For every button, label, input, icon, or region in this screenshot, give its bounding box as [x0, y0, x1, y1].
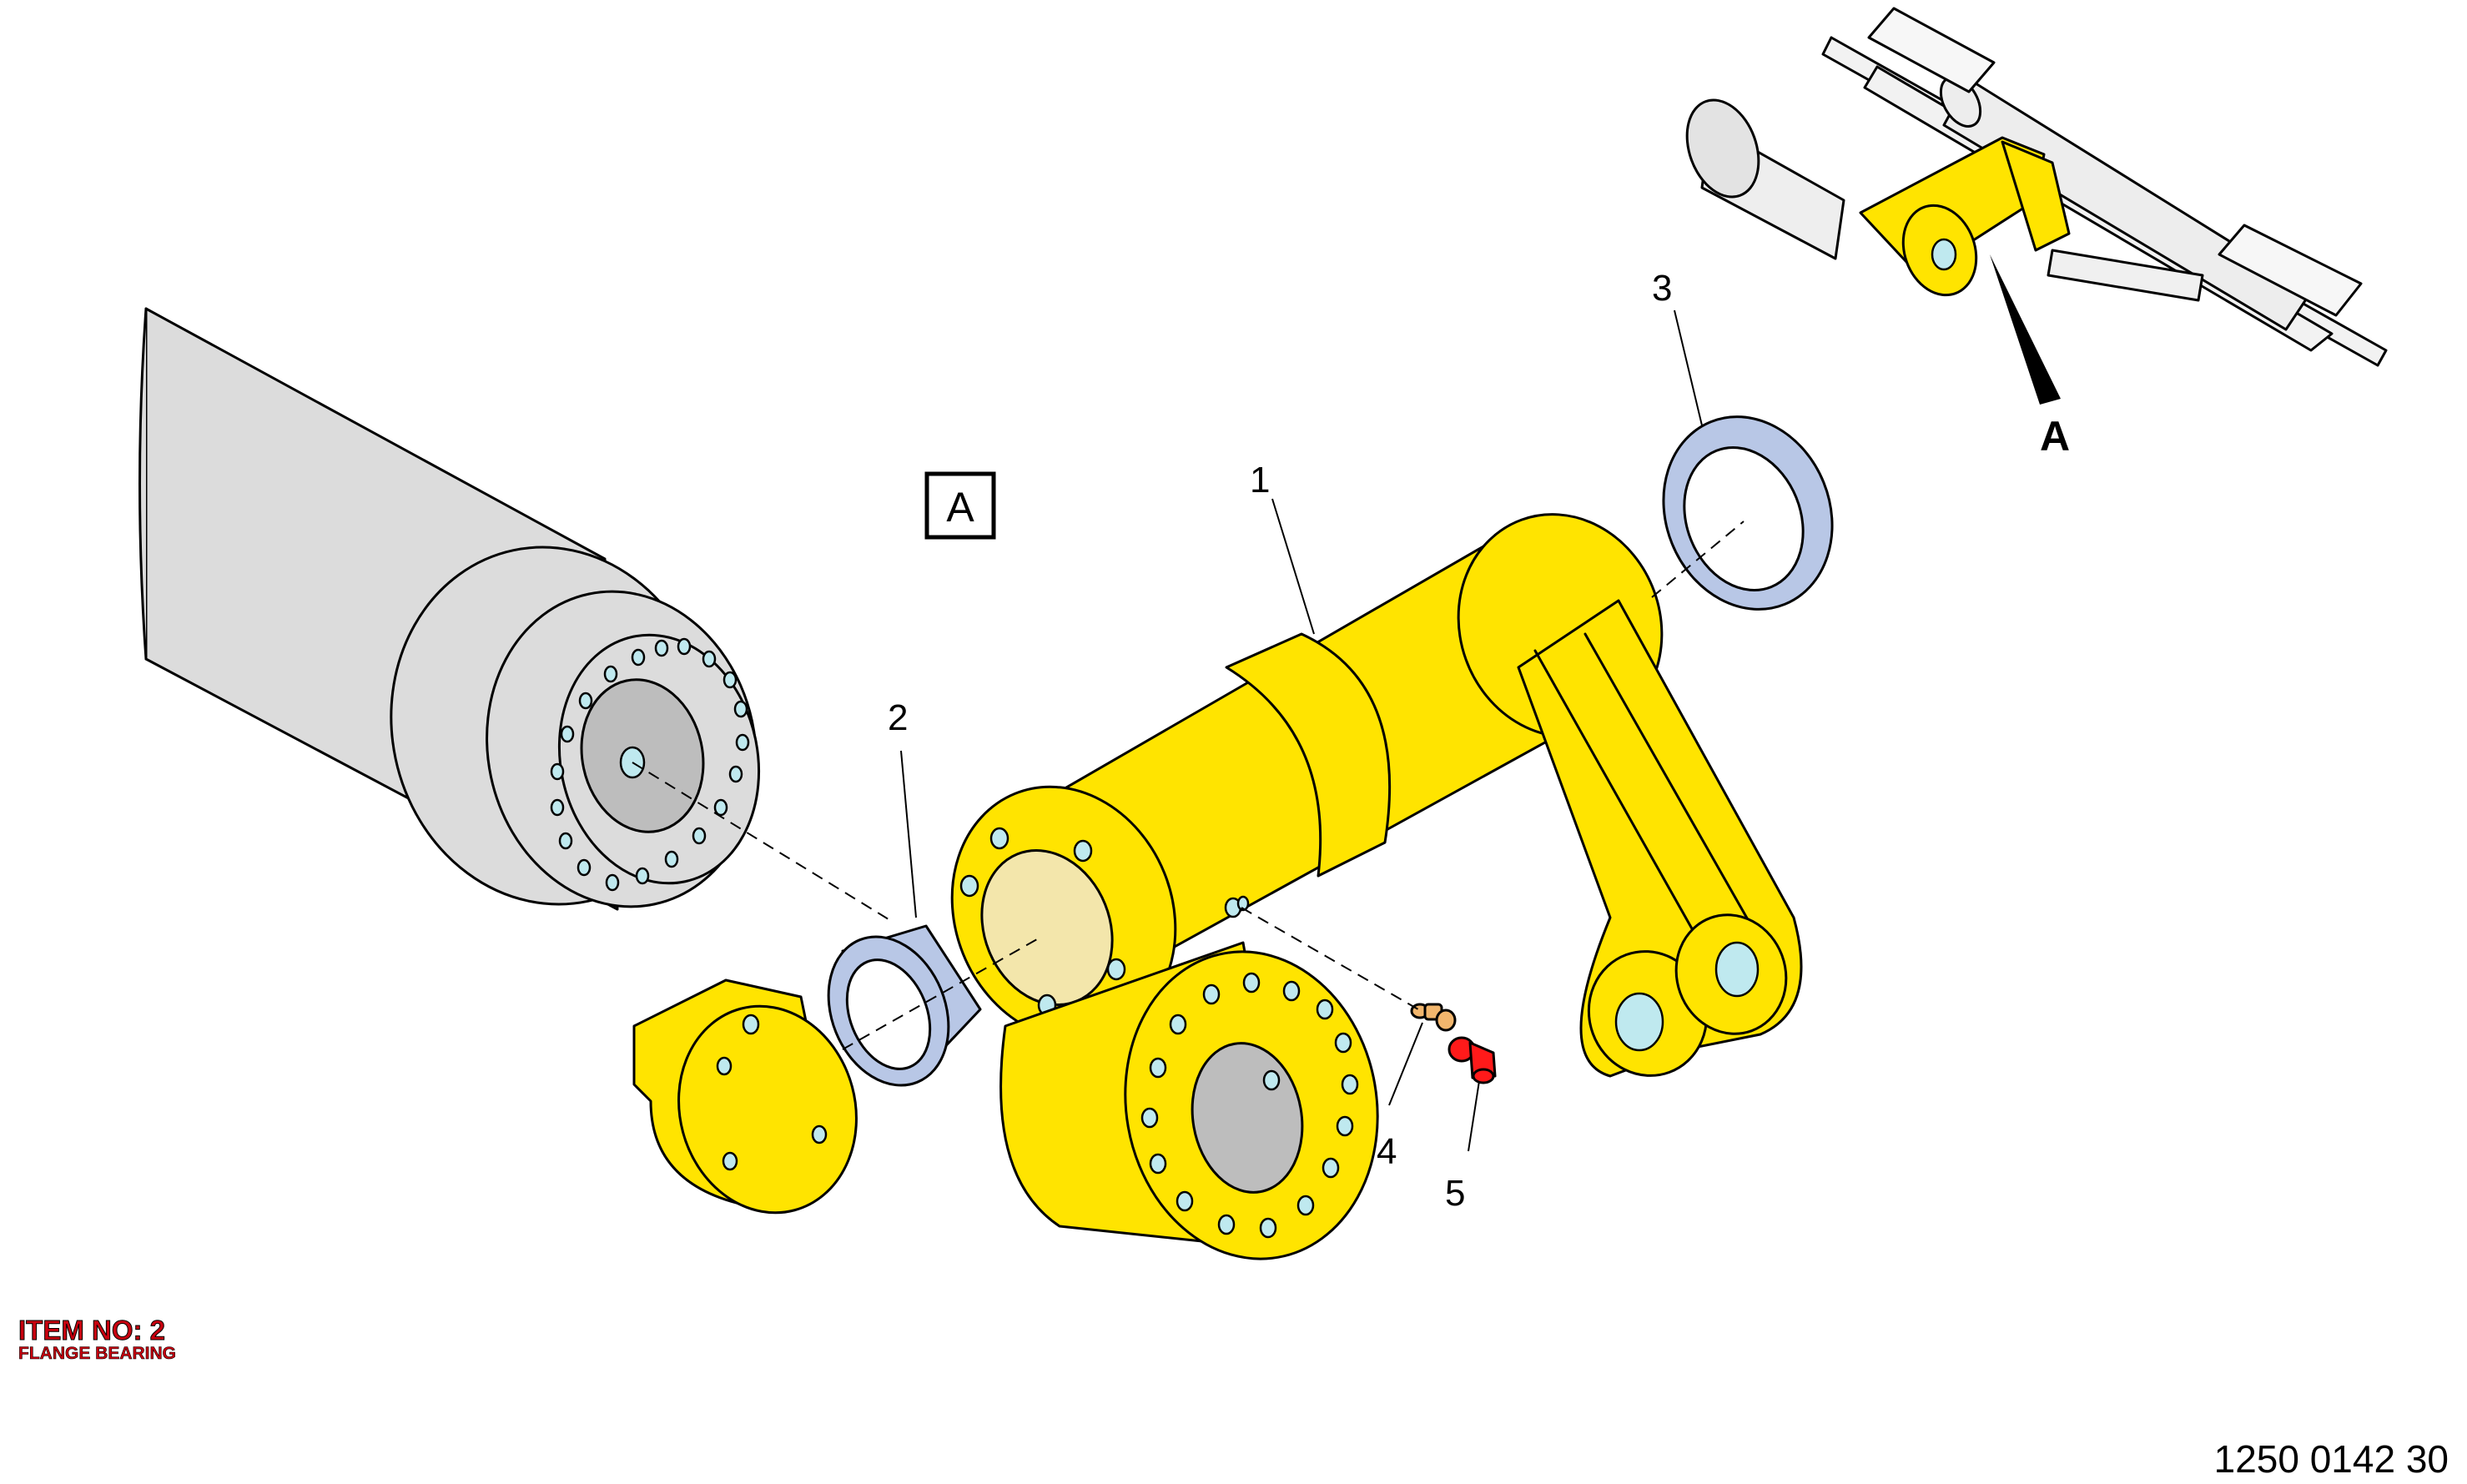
callout-leaders [900, 309, 1703, 1152]
callout-3: 3 [1652, 268, 1672, 309]
boom-tube [138, 307, 761, 911]
callout-1: 1 [1250, 460, 1270, 501]
arm-housing [950, 513, 1803, 1260]
end-cap [632, 978, 858, 1215]
protective-cap [1447, 1036, 1497, 1084]
flange-bearing-rear [1662, 415, 1834, 611]
document-number: 1250 0142 30 [2213, 1437, 2449, 1481]
assembly-axis-lines [632, 521, 1745, 1050]
overview-inset: A [1685, 7, 2388, 460]
arm-front-bolt-holes [959, 827, 1126, 1017]
boom-flange-bolt-holes [550, 637, 750, 892]
flange-bearing-front [827, 924, 982, 1087]
callout-5: 5 [1445, 1173, 1465, 1214]
item-name: FLANGE BEARING [18, 1344, 177, 1363]
callout-4: 4 [1377, 1131, 1397, 1172]
lower-flange-bolt-holes [1140, 972, 1359, 1239]
detail-label: A [2040, 413, 2070, 460]
item-label: ITEM NO: 2 FLANGE BEARING [18, 1315, 177, 1363]
item-number: ITEM NO: 2 [18, 1315, 166, 1346]
grease-nipple [1410, 1003, 1457, 1032]
detail-pointer [1990, 254, 2061, 405]
callout-2: 2 [888, 697, 908, 738]
view-label-box: A [924, 471, 996, 540]
view-label: A [946, 484, 974, 531]
